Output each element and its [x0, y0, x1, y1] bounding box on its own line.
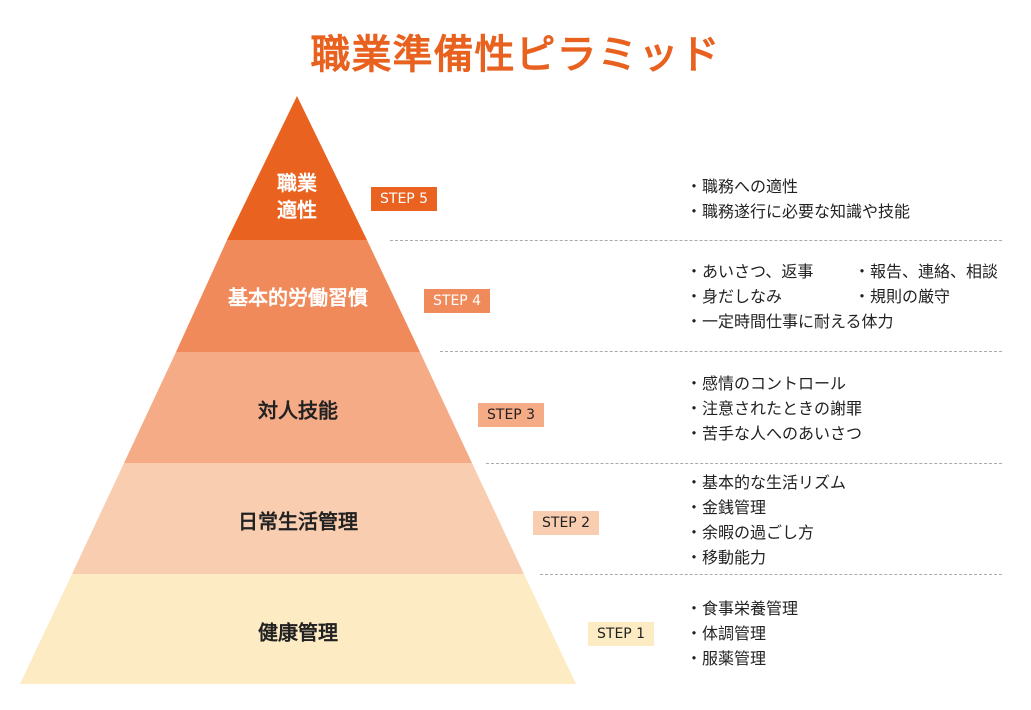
- list-item: ・余暇の過ごし方: [686, 523, 815, 542]
- tier-2-label: 日常生活管理: [238, 509, 358, 534]
- tier-3-shape: [124, 352, 472, 463]
- list-item: ・規則の厳守: [854, 287, 951, 306]
- divider-3: [486, 463, 1002, 464]
- step-3-badge: STEP 3: [478, 403, 545, 427]
- tier-2-shape: [72, 463, 524, 574]
- list-item: ・基本的な生活リズム: [686, 473, 847, 492]
- list-item: ・体調管理: [686, 624, 767, 643]
- list-item: ・職務への適性: [686, 177, 799, 196]
- step-1-badge: STEP 1: [588, 622, 655, 646]
- list-item: ・金銭管理: [686, 498, 767, 517]
- list-item: ・苦手な人へのあいさつ: [686, 424, 863, 443]
- list-item: ・身だしなみ: [686, 287, 783, 306]
- tier-5-label: 職業 適性: [277, 171, 317, 222]
- list-item: ・報告、連絡、相談: [854, 262, 999, 281]
- list-item: ・職務遂行に必要な知識や技能: [686, 202, 911, 221]
- list-item: ・注意されたときの謝罪: [686, 399, 863, 418]
- list-item: ・感情のコントロール: [686, 374, 847, 393]
- tier-5-shape: [227, 96, 367, 240]
- list-item: ・服薬管理: [686, 649, 767, 668]
- tier-3-label: 対人技能: [258, 398, 338, 423]
- tier-1-shape: [20, 574, 576, 684]
- step-5-items: ・職務への適性 ・職務遂行に必要な知識や技能: [686, 174, 910, 224]
- step-4-badge: STEP 4: [424, 289, 491, 313]
- step-5-badge: STEP 5: [371, 187, 438, 211]
- list-item: ・移動能力: [686, 548, 767, 567]
- step-2-items: ・基本的な生活リズム ・金銭管理 ・余暇の過ごし方 ・移動能力: [686, 470, 846, 570]
- step-4-items: ・あいさつ、返事 ・報告、連絡、相談 ・身だしなみ ・規則の厳守 ・一定時間仕事…: [686, 259, 998, 334]
- tier-1-label: 健康管理: [258, 620, 338, 645]
- list-item: ・一定時間仕事に耐える体力: [686, 312, 894, 331]
- tier-4-label: 基本的労働習慣: [228, 285, 368, 310]
- divider-2: [440, 351, 1002, 352]
- divider-4: [540, 574, 1002, 575]
- page-title: 職業準備性ピラミッド: [310, 32, 721, 78]
- divider-1: [390, 240, 1002, 241]
- list-item: ・あいさつ、返事: [686, 262, 814, 281]
- step-3-items: ・感情のコントロール ・注意されたときの謝罪 ・苦手な人へのあいさつ: [686, 371, 862, 446]
- tier-4-shape: [176, 240, 420, 352]
- step-2-badge: STEP 2: [533, 511, 600, 535]
- list-item: ・食事栄養管理: [686, 599, 799, 618]
- step-1-items: ・食事栄養管理 ・体調管理 ・服薬管理: [686, 596, 798, 671]
